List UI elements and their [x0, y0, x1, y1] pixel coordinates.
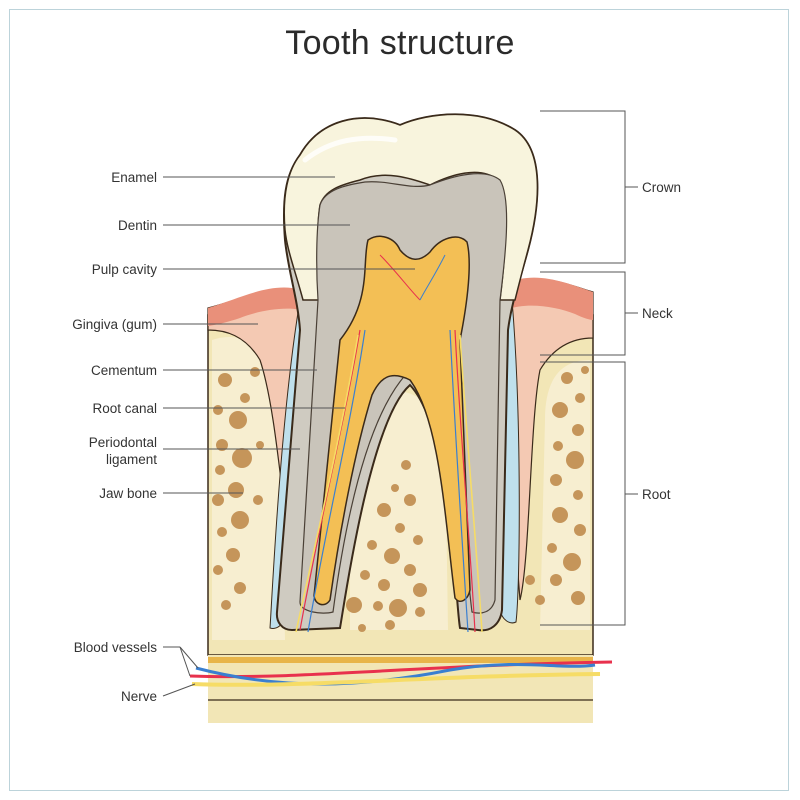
label-gingiva: Gingiva (gum) — [72, 317, 157, 332]
label-root: Root — [642, 487, 671, 502]
label-periodontal-line1: Periodontal — [89, 435, 157, 450]
label-periodontal-line2: ligament — [106, 452, 157, 467]
diagram-title: Tooth structure — [285, 24, 515, 62]
label-cementum: Cementum — [91, 363, 157, 378]
leader-lines-left — [162, 176, 415, 697]
label-neck: Neck — [642, 306, 673, 321]
vessels-band — [189, 655, 613, 723]
label-crown: Crown — [642, 180, 681, 195]
label-nerve: Nerve — [121, 689, 157, 704]
label-pulp-cavity: Pulp cavity — [92, 262, 158, 277]
label-blood-vessels: Blood vessels — [74, 640, 158, 655]
bone-spots — [212, 366, 589, 632]
label-root-canal: Root canal — [92, 401, 157, 416]
label-dentin: Dentin — [118, 218, 157, 233]
right-labels: Crown Neck Root — [642, 180, 681, 502]
label-enamel: Enamel — [111, 170, 157, 185]
brackets-right — [540, 110, 638, 626]
pulp-cavity — [295, 235, 483, 633]
diagram-frame — [9, 9, 789, 791]
label-jaw-bone: Jaw bone — [99, 486, 157, 501]
left-labels: Enamel Dentin Pulp cavity Gingiva (gum) … — [72, 170, 157, 704]
